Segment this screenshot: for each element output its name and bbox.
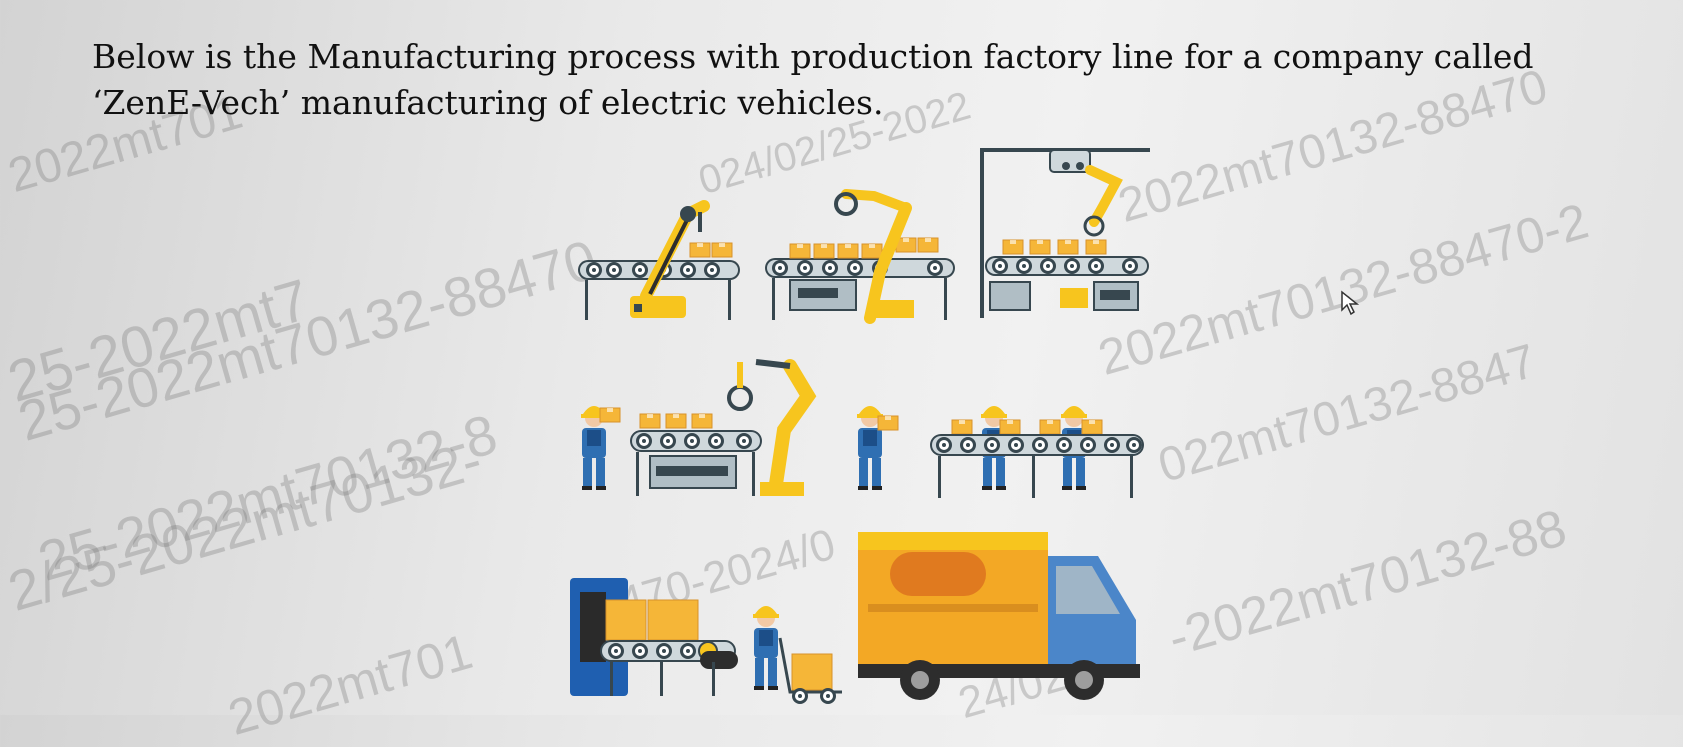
delivery-truck-icon (858, 532, 1140, 700)
question-line-1: Below is the Manufacturing process with … (92, 37, 1534, 76)
worker-icon (581, 406, 621, 490)
conveyor-belt-icon (765, 189, 955, 324)
question-text: Below is the Manufacturing process with … (92, 34, 1572, 126)
factory-illustration (570, 148, 1150, 704)
workers-conveyor-icon (930, 406, 1144, 498)
gantry-robot-icon (980, 148, 1150, 318)
robot-arm-icon (727, 359, 817, 496)
question-line-2: ‘ZenE-Vech’ manufacturing of electric ve… (92, 83, 884, 122)
conveyor-belt-icon (630, 413, 762, 496)
worker-icon (857, 406, 899, 490)
hand-truck-icon (753, 606, 842, 704)
packaging-machine-icon (570, 578, 738, 696)
mouse-pointer-icon (1341, 290, 1360, 316)
robot-arm-conveyor-icon (578, 200, 740, 320)
